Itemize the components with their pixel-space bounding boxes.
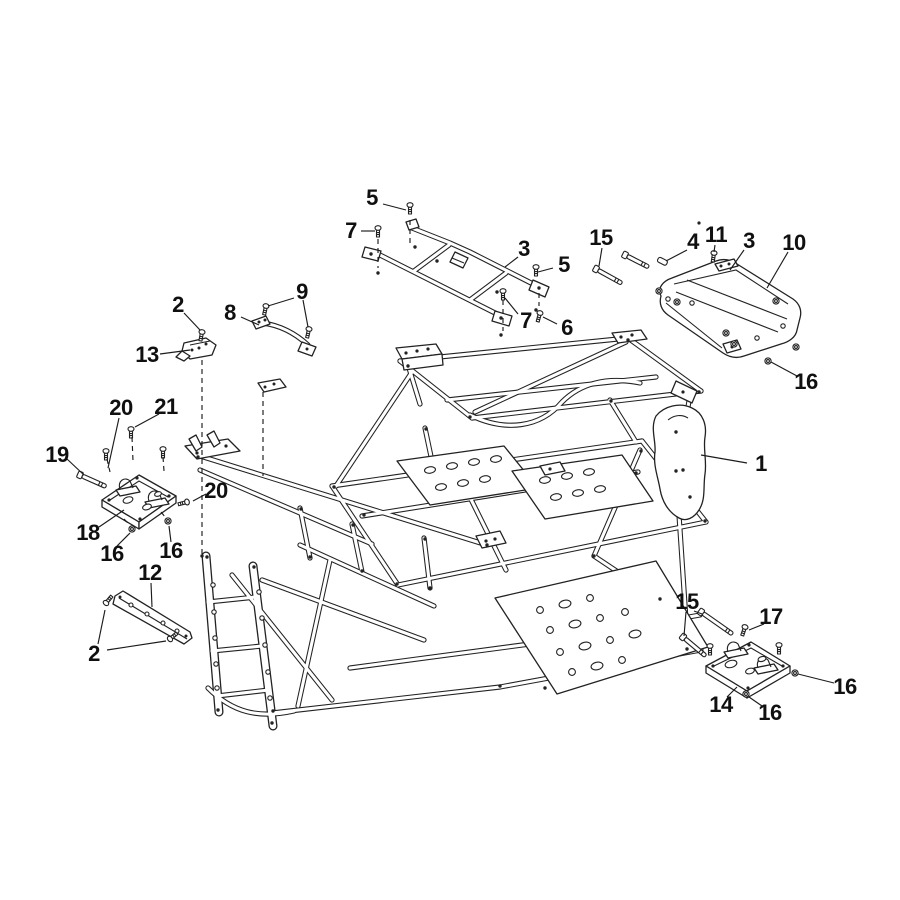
callout-label-7: 7: [345, 218, 357, 243]
callout-label-5: 5: [366, 185, 378, 210]
callout-label-16: 16: [758, 700, 782, 725]
leader-line: [729, 249, 745, 271]
callout-label-20: 20: [109, 395, 133, 420]
leader-line: [183, 312, 201, 331]
leader-line: [116, 532, 131, 547]
main-frame-part1: [184, 329, 709, 726]
skid-plate-part10: [659, 258, 802, 359]
bracket-part13: [175, 337, 217, 362]
leader-line: [748, 623, 765, 631]
callout-label-20: 20: [204, 478, 228, 503]
leader-line: [713, 244, 716, 253]
leader-line: [683, 611, 687, 637]
callout-label-16: 16: [100, 541, 124, 566]
leader-line: [107, 417, 120, 469]
leader-line: [267, 297, 295, 307]
leader-line: [700, 454, 748, 464]
leader-line: [97, 609, 106, 645]
leader-line: [542, 316, 558, 325]
callout-label-3: 3: [743, 228, 755, 253]
callout-label-9: 9: [296, 279, 308, 304]
leader-line: [159, 349, 191, 355]
long-bolt-15: [696, 607, 734, 636]
callout-label-10: 10: [782, 230, 806, 255]
callout-label-2: 2: [88, 641, 100, 666]
leader-line: [66, 458, 85, 476]
callout-label-16: 16: [794, 369, 818, 394]
leader-line: [134, 413, 160, 428]
strap-bracket-part8: [251, 315, 317, 357]
long-bolt-15: [592, 264, 623, 285]
leader-line: [240, 316, 260, 326]
rear-gusset-plate: [652, 404, 707, 521]
leader-line: [693, 610, 703, 615]
leader-line: [598, 247, 603, 267]
assembly-guide-line: [106, 458, 111, 473]
leader-line: [382, 203, 407, 211]
callout-label-13: 13: [135, 342, 159, 367]
callout-label-16: 16: [159, 538, 183, 563]
leader-line: [766, 251, 789, 289]
callout-label-7: 7: [520, 308, 532, 333]
callout-label-4: 4: [687, 229, 699, 254]
mount-plate-part18: [101, 474, 177, 530]
assembly-guide-line: [162, 456, 165, 472]
callout-label-12: 12: [138, 560, 162, 585]
leader-line: [106, 640, 167, 651]
spacer-part4: [656, 256, 668, 266]
leader-line: [748, 696, 763, 707]
leader-line: [504, 297, 519, 315]
long-bolt-15: [678, 632, 707, 658]
leader-line: [150, 582, 153, 608]
callout-label-6: 6: [561, 315, 573, 340]
mount-plate-part14: [705, 641, 791, 699]
leader-line: [797, 673, 835, 684]
callout-label-21: 21: [154, 394, 178, 419]
callout-label-18: 18: [76, 520, 100, 545]
callout-label-8: 8: [224, 300, 236, 325]
floating-bracket: [257, 378, 287, 393]
leader-line: [302, 299, 309, 328]
callout-label-3: 3: [518, 236, 530, 261]
callout-label-16: 16: [833, 674, 857, 699]
assembly-guide-line: [131, 436, 134, 462]
assembly-guide-line: [123, 518, 131, 526]
leader-line: [770, 361, 798, 377]
leader-line: [726, 686, 738, 698]
fastener-hardware: [76, 202, 800, 698]
assembly-guide-line: [160, 511, 167, 519]
callout-label-1: 1: [755, 451, 767, 476]
leader-line: [98, 509, 125, 528]
callout-label-14: 14: [709, 692, 733, 717]
callout-label-17: 17: [759, 604, 783, 629]
callout-label-15: 15: [589, 225, 613, 250]
long-bolt-15: [621, 250, 650, 269]
leader-line: [537, 267, 554, 273]
leader-line: [504, 256, 519, 268]
leader-line: [192, 493, 207, 502]
callout-label-11: 11: [704, 222, 728, 247]
leader-line: [665, 249, 688, 262]
callout-label-2: 2: [172, 292, 184, 317]
callout-label-19: 19: [45, 442, 69, 467]
leader-line: [168, 525, 172, 543]
callout-label-15: 15: [675, 589, 699, 614]
callout-label-5: 5: [558, 252, 570, 277]
